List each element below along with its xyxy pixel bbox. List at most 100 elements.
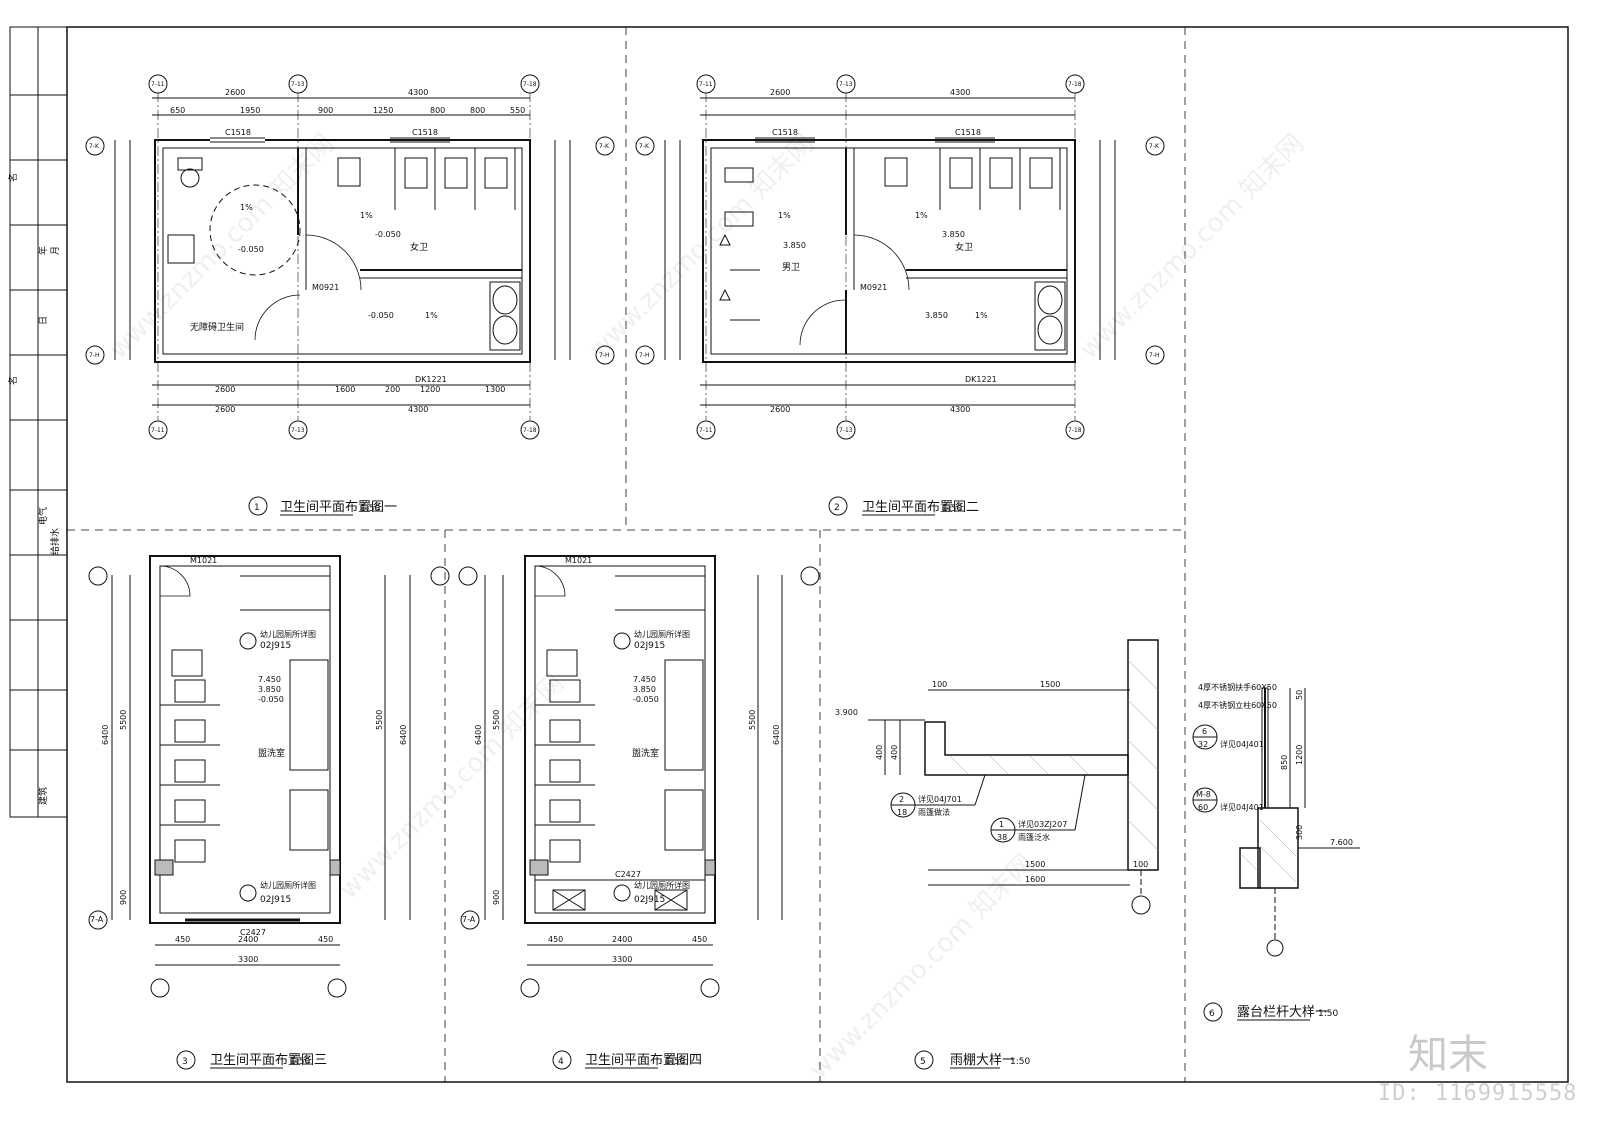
p1-slope-2: 1% (425, 311, 438, 320)
p2-room-female: 女卫 (955, 241, 973, 253)
plan-1-labels: C1518 C1518 2600 4300 650 1950 900 1250 … (170, 88, 525, 414)
p1-dim-c: 900 (318, 106, 333, 115)
tb-text-7: 电气 (37, 507, 49, 525)
watermark-3: www.znzmo.com 知末网 (1074, 129, 1310, 365)
p2-grid-bubbles (635, 74, 1165, 440)
title-4-scale: 1:50 (665, 1057, 685, 1067)
p1-dim-b5: 1300 (485, 385, 505, 394)
p2-room-male: 男卫 (782, 262, 800, 273)
railing-ref2-den: 60 (1198, 803, 1208, 812)
railing-elev: 7.600 (1330, 838, 1353, 847)
p2-slope-1: 1% (915, 211, 928, 220)
p2-dim-top-1: 2600 (770, 88, 790, 97)
railing-dim-4: 300 (1295, 825, 1304, 840)
p3-dim-side-4: 5500 (375, 710, 384, 730)
title-block (9, 26, 68, 818)
p4-window: C2427 (615, 870, 641, 879)
railing-hatch (1241, 819, 1297, 883)
p3-ref-2: 02J915 (260, 895, 291, 905)
p1-dim-d: 1250 (373, 106, 393, 115)
railing-note-2: 4厚不锈钢立柱60X50 (1198, 700, 1277, 710)
p2-window-2: C1518 (955, 128, 981, 137)
p3-window: C2427 (240, 928, 266, 937)
p1-dim-top-2: 4300 (408, 88, 428, 97)
p2-g1: 7-11 (699, 81, 713, 88)
p2-door: M0921 (860, 283, 887, 292)
railing-note-1: 4厚不锈钢扶手60X50 (1198, 682, 1277, 692)
p3-ref-note: 幼儿园厕所详图 (260, 629, 316, 639)
railing-ref2-text: 详见04J401 (1220, 802, 1264, 812)
plan-1 (114, 92, 571, 420)
canopy-dim-1: 100 (932, 680, 947, 689)
tb-text-5: 名 (7, 376, 19, 385)
plan-4 (458, 555, 820, 998)
railing-dim-3: 1200 (1295, 745, 1304, 765)
p2-dim-top-2: 4300 (950, 88, 970, 97)
canopy-detail (868, 639, 1159, 915)
railing-ref2-num: M-8 (1196, 790, 1211, 799)
p1-g9: 7-K (599, 143, 610, 150)
p4-elev-2: 3.850 (633, 685, 656, 694)
tb-text-3: 月 (50, 246, 61, 255)
railing-labels: 4厚不锈钢扶手60X50 4厚不锈钢立柱60X50 6 32 详见04J401 … (1196, 682, 1353, 847)
p2-g7: 7-K (639, 143, 650, 150)
plan-2 (664, 92, 1116, 420)
p1-door-bottom: DK1221 (415, 375, 447, 384)
plan-2-labels: C1518 C1518 2600 4300 2600 4300 女卫 男卫 M0… (770, 88, 997, 414)
p4-elev-3: -0.050 (633, 695, 659, 704)
p1-g3: 7-18 (523, 81, 537, 88)
p4-ref-1: 02J915 (634, 641, 665, 651)
plan-3 (88, 555, 450, 998)
p3-dim-3: 450 (318, 935, 333, 944)
tb-text-6: 给排水 (49, 528, 61, 555)
p2-door-bottom: DK1221 (965, 375, 997, 384)
p1-g7: 7-K (89, 143, 100, 150)
p1-room-accessible: 无障碍卫生间 (190, 321, 244, 333)
p1-dim-b4: 1200 (420, 385, 440, 394)
p1-g6: 7-18 (523, 427, 537, 434)
canopy-ref2-num: 1 (999, 820, 1004, 829)
p1-g8: 7-H (89, 352, 100, 359)
canopy-ref1-den: 18 (897, 808, 907, 817)
title-5: 5 雨棚大样一 1:50 (914, 1050, 1030, 1070)
p1-g5: 7-13 (291, 427, 305, 434)
p4-dim-2: 2400 (612, 935, 632, 944)
railing-ref-num: 6 (1202, 727, 1207, 736)
p4-dim-1: 450 (548, 935, 563, 944)
p2-g10: 7-H (1149, 352, 1160, 359)
p4-ref-note-2: 幼儿园厕所详图 (634, 880, 690, 890)
railing-dim-2: 850 (1280, 755, 1289, 770)
title-6-scale: 1:50 (1318, 1009, 1338, 1019)
plan-4-labels: M1021 C2427 盥洗室 02J915 幼儿园厕所详图 02J915 幼儿… (462, 556, 781, 964)
p1-dim-b1: 2600 (215, 385, 235, 394)
p4-room: 盥洗室 (632, 747, 659, 759)
p3-elev-1: 7.450 (258, 675, 281, 684)
p3-dim-side-1: 6400 (101, 725, 110, 745)
p3-ref-note-2: 幼儿园厕所详图 (260, 880, 316, 890)
p2-elev-1: 3.850 (942, 230, 965, 239)
railing-dim-1: 50 (1295, 690, 1304, 700)
canopy-ref2: 详见03ZJ207 (1018, 819, 1067, 829)
brand-logo: 知末 (1408, 1032, 1488, 1078)
p1-elev-2: -0.050 (368, 311, 394, 320)
p3-elev-3: -0.050 (258, 695, 284, 704)
p4-ref-2: 02J915 (634, 895, 665, 905)
p3-ref-1: 02J915 (260, 641, 291, 651)
p3-grid-a: 7-A (90, 915, 104, 924)
p1-elev-1: -0.050 (375, 230, 401, 239)
p1-dim-top-1: 2600 (225, 88, 245, 97)
p2-g2: 7-13 (839, 81, 853, 88)
title-1-scale: 1:50 (360, 504, 380, 514)
canopy-ref1: 详见04J701 (918, 794, 962, 804)
canopy-dim-2: 1500 (1040, 680, 1060, 689)
panel-dividers (67, 27, 1186, 1082)
title-6: 6 露台栏杆大样一 1:50 (1203, 1002, 1338, 1022)
tb-text-8: 建筑 (37, 787, 49, 805)
plan-3-labels: M1021 C2427 盥洗室 02J915 幼儿园厕所详图 02J915 幼儿… (90, 556, 408, 964)
p3-dim-side-5: 6400 (399, 725, 408, 745)
p2-slope-2: 1% (975, 311, 988, 320)
title-2: 2 卫生间平面布置图二 1:50 (828, 496, 979, 516)
p1-dim-bt2: 4300 (408, 405, 428, 414)
p2-dim-bt2: 4300 (950, 405, 970, 414)
